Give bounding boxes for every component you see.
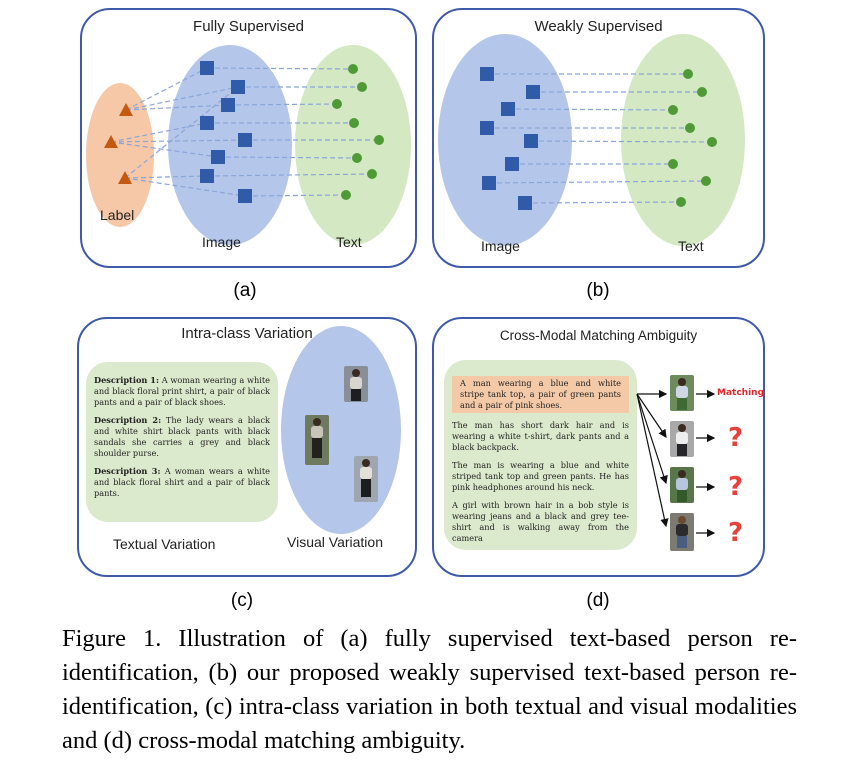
image-square xyxy=(200,169,214,183)
candidate-text: The man is wearing a blue and white stri… xyxy=(452,460,629,492)
image-square xyxy=(518,196,532,210)
image-square xyxy=(211,150,225,164)
person-photo xyxy=(670,513,694,551)
sublabel-c: (c) xyxy=(230,590,254,611)
text-circle xyxy=(683,69,693,79)
candidate-text: A girl with brown hair in a bob style is… xyxy=(452,500,629,543)
label-caption: Label xyxy=(100,207,135,223)
image-caption-b: Image xyxy=(481,238,520,254)
matching-label: Matching xyxy=(717,388,765,398)
text-caption-a: Text xyxy=(336,234,362,250)
panel-a-title: Fully Supervised xyxy=(193,18,304,35)
image-square xyxy=(524,134,538,148)
circles-b xyxy=(668,69,717,207)
description-3: Description 3: A woman wears a white and… xyxy=(94,466,270,498)
text-circle xyxy=(668,105,678,115)
text-ellipse xyxy=(295,45,411,245)
question-icon: ? xyxy=(728,518,744,548)
text-circle xyxy=(701,176,711,186)
question-icon: ? xyxy=(728,472,744,502)
text-circle xyxy=(367,169,377,179)
text-circle xyxy=(374,135,384,145)
image-square xyxy=(221,98,235,112)
matching-text: A man wearing a blue and white stripe ta… xyxy=(452,376,629,413)
link-arrow xyxy=(636,393,667,438)
candidate-text: The man has short dark hair and is weari… xyxy=(452,420,629,452)
dashed-links-b xyxy=(487,73,713,204)
figure-caption: Figure 1. Illustration of (a) fully supe… xyxy=(62,625,797,754)
text-circle xyxy=(332,99,342,109)
image-square xyxy=(505,157,519,171)
text-circle xyxy=(668,159,678,169)
person-photo xyxy=(305,415,329,465)
text-circle xyxy=(676,197,686,207)
image-square xyxy=(231,80,245,94)
text-circle xyxy=(685,123,695,133)
text-caption-b: Text xyxy=(678,238,704,254)
text-circle xyxy=(349,118,359,128)
panel-d-title: Cross-Modal Matching Ambiguity xyxy=(499,328,698,343)
question-icon: ? xyxy=(728,423,744,453)
text-circle xyxy=(697,87,707,97)
label-ellipse xyxy=(86,83,154,227)
label-triangle xyxy=(118,171,132,184)
text-circle xyxy=(352,153,362,163)
text-circle xyxy=(707,137,717,147)
image-square xyxy=(526,85,540,99)
person-photo xyxy=(344,366,368,402)
panel-b-title: Weakly Supervised xyxy=(534,18,663,35)
person-photo xyxy=(670,421,694,457)
circles-a xyxy=(332,64,384,200)
image-square xyxy=(480,67,494,81)
image-square xyxy=(480,121,494,135)
label-triangle xyxy=(119,103,133,116)
image-square xyxy=(238,133,252,147)
squares-a xyxy=(200,61,252,203)
image-caption-a: Image xyxy=(202,234,241,250)
link-arrow xyxy=(636,393,669,528)
sublabel-d: (d) xyxy=(586,590,610,611)
person-photo xyxy=(670,375,694,411)
sublabel-a: (a) xyxy=(233,280,257,301)
image-square xyxy=(238,189,252,203)
squares-b xyxy=(480,67,540,210)
description-1: Description 1: A woman wearing a white a… xyxy=(94,375,270,407)
image-square xyxy=(501,102,515,116)
sublabel-b: (b) xyxy=(586,280,610,301)
image-square xyxy=(200,61,214,75)
text-circle xyxy=(348,64,358,74)
text-circle xyxy=(341,190,351,200)
triangles-a xyxy=(104,103,133,184)
text-ellipse xyxy=(621,34,745,246)
label-triangle xyxy=(104,135,118,148)
dashed-links-a xyxy=(110,67,379,197)
text-descriptions-box: A man wearing a blue and white stripe ta… xyxy=(444,360,637,550)
panel-c-title: Intra-class Variation xyxy=(181,325,313,342)
description-2: Description 2: The lady wears a black an… xyxy=(94,415,270,458)
visual-variation-label: Visual Variation xyxy=(287,534,383,550)
textual-variation-box: Description 1: A woman wearing a white a… xyxy=(86,362,278,522)
textual-variation-label: Textual Variation xyxy=(113,536,216,552)
image-square xyxy=(200,116,214,130)
link-arrow xyxy=(636,393,668,485)
text-circle xyxy=(357,82,367,92)
image-square xyxy=(482,176,496,190)
person-photo xyxy=(354,456,378,502)
person-photo xyxy=(670,467,694,503)
